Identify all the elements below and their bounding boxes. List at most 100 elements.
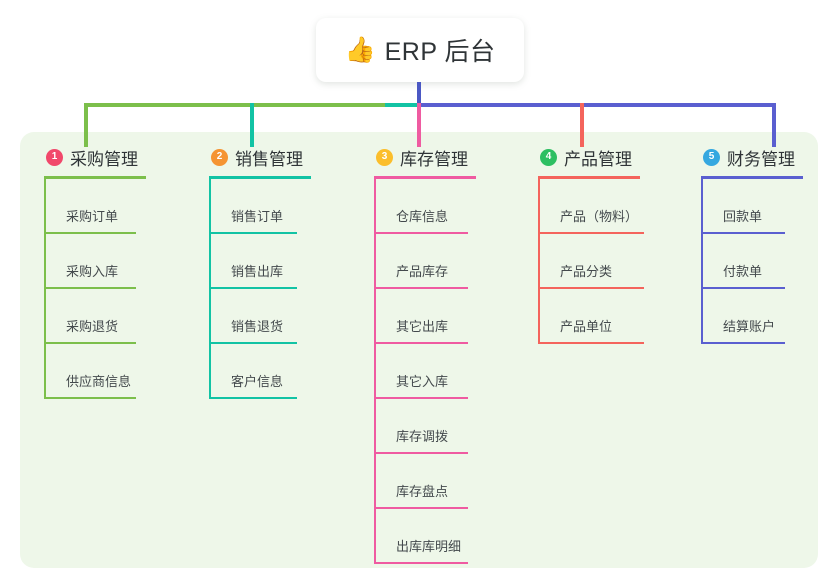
leaf-item[interactable]: 出库库明细	[374, 509, 476, 564]
leaf-label: 结算账户	[723, 319, 776, 334]
branch-column-2: 2 销售管理销售订单销售出库销售退货客户信息	[209, 143, 311, 399]
branch-items-1: 采购订单采购入库采购退货供应商信息	[44, 179, 146, 399]
branch-underline-1	[44, 176, 146, 179]
branch-title-2: 销售管理	[235, 149, 303, 169]
root-node[interactable]: 👍 ERP 后台	[316, 18, 524, 82]
leaf-label: 库存调拨	[396, 429, 449, 444]
branch-badge-3: 3	[376, 148, 393, 166]
leaf-underline	[701, 287, 785, 289]
leaf-label: 产品单位	[560, 319, 613, 334]
leaf-underline	[44, 232, 136, 234]
leaf-label: 仓库信息	[396, 209, 449, 224]
branches-panel	[20, 132, 818, 568]
branch-underline-3	[374, 176, 476, 179]
leaf-underline	[44, 287, 136, 289]
branch-items-3: 仓库信息产品库存其它出库其它入库库存调拨库存盘点出库库明细	[374, 179, 476, 564]
leaf-underline	[374, 287, 468, 289]
leaf-item[interactable]: 采购退货	[44, 289, 146, 344]
branch-trunk-2	[209, 179, 211, 399]
leaf-label: 回款单	[723, 209, 763, 224]
leaf-label: 出库库明细	[396, 539, 462, 554]
leaf-underline	[538, 342, 644, 344]
connector-stub-branch-2	[250, 103, 254, 147]
leaf-underline	[374, 452, 468, 454]
leaf-item[interactable]: 回款单	[701, 179, 803, 234]
leaf-label: 其它入库	[396, 374, 449, 389]
leaf-label: 产品分类	[560, 264, 613, 279]
connector-bar-green	[84, 103, 389, 107]
leaf-label: 产品（物料）	[560, 209, 639, 224]
leaf-item[interactable]: 库存盘点	[374, 454, 476, 509]
leaf-item[interactable]: 采购入库	[44, 234, 146, 289]
leaf-item[interactable]: 销售订单	[209, 179, 311, 234]
leaf-underline	[374, 342, 468, 344]
branch-header-1[interactable]: 1 采购管理	[44, 143, 146, 171]
leaf-underline	[374, 232, 468, 234]
leaf-item[interactable]: 库存调拨	[374, 399, 476, 454]
connector-elbow-right	[772, 103, 776, 147]
branch-badge-5: 5	[703, 148, 720, 166]
leaf-item[interactable]: 产品分类	[538, 234, 644, 289]
leaf-item[interactable]: 客户信息	[209, 344, 311, 399]
branch-title-1: 采购管理	[70, 149, 138, 169]
branch-trunk-4	[538, 179, 540, 344]
branch-column-5: 5 财务管理回款单付款单结算账户	[701, 143, 803, 344]
connector-stub-branch-4	[580, 103, 584, 147]
branch-badge-2: 2	[211, 148, 228, 166]
leaf-item[interactable]: 产品单位	[538, 289, 644, 344]
branch-underline-4	[538, 176, 640, 179]
leaf-item[interactable]: 其它入库	[374, 344, 476, 399]
leaf-item[interactable]: 仓库信息	[374, 179, 476, 234]
leaf-underline	[701, 342, 785, 344]
branch-items-2: 销售订单销售出库销售退货客户信息	[209, 179, 311, 399]
leaf-label: 库存盘点	[396, 484, 449, 499]
branch-header-3[interactable]: 3 库存管理	[374, 143, 476, 171]
branch-badge-1: 1	[46, 148, 63, 166]
leaf-underline	[44, 342, 136, 344]
leaf-underline	[538, 287, 644, 289]
leaf-underline	[374, 562, 468, 564]
leaf-item[interactable]: 采购订单	[44, 179, 146, 234]
branch-trunk-5	[701, 179, 703, 344]
connector-bar-blue	[417, 103, 776, 107]
connector-elbow-left	[84, 103, 88, 147]
leaf-underline	[209, 342, 297, 344]
branch-trunk-1	[44, 179, 46, 399]
branch-trunk-3	[374, 179, 376, 564]
leaf-item[interactable]: 其它出库	[374, 289, 476, 344]
branch-underline-5	[701, 176, 803, 179]
branch-items-5: 回款单付款单结算账户	[701, 179, 803, 344]
branch-items-4: 产品（物料） 产品分类产品单位	[538, 179, 644, 344]
leaf-item[interactable]: 产品（物料）	[538, 179, 644, 234]
branch-column-3: 3 库存管理仓库信息产品库存其它出库其它入库库存调拨库存盘点出库库明细	[374, 143, 476, 564]
leaf-label: 销售出库	[231, 264, 284, 279]
branch-header-5[interactable]: 5 财务管理	[701, 143, 803, 171]
leaf-label: 付款单	[723, 264, 763, 279]
branch-title-5: 财务管理	[727, 149, 795, 169]
branch-header-2[interactable]: 2 销售管理	[209, 143, 311, 171]
leaf-underline	[209, 232, 297, 234]
thumbs-up-icon: 👍	[344, 35, 376, 64]
leaf-underline	[374, 397, 468, 399]
branch-badge-4: 4	[540, 148, 557, 166]
leaf-underline	[209, 397, 297, 399]
root-connector-vertical	[417, 82, 421, 105]
leaf-item[interactable]: 销售出库	[209, 234, 311, 289]
branch-title-3: 库存管理	[400, 149, 468, 169]
leaf-item[interactable]: 销售退货	[209, 289, 311, 344]
leaf-underline	[374, 507, 468, 509]
leaf-label: 采购退货	[66, 319, 119, 334]
connector-stub-branch-3	[417, 103, 421, 147]
leaf-label: 客户信息	[231, 374, 284, 389]
leaf-item[interactable]: 供应商信息	[44, 344, 146, 399]
leaf-label: 其它出库	[396, 319, 449, 334]
leaf-label: 产品库存	[396, 264, 449, 279]
leaf-item[interactable]: 付款单	[701, 234, 803, 289]
branch-underline-2	[209, 176, 311, 179]
leaf-item[interactable]: 结算账户	[701, 289, 803, 344]
leaf-underline	[538, 232, 644, 234]
leaf-item[interactable]: 产品库存	[374, 234, 476, 289]
